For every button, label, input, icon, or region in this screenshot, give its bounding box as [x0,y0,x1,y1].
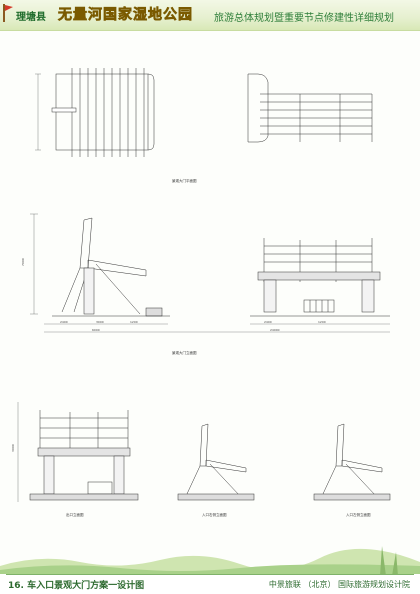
front-elevation [250,238,390,317]
dim-side-a: 2400 [60,320,68,324]
dim-side-c: 1200 [130,320,138,324]
dimension-lines [44,323,390,333]
end-view [247,73,373,143]
small-front-elevation [17,402,139,502]
side-elevation [30,213,170,317]
footer-divider [6,574,414,575]
small-side-elevation-2 [313,423,391,501]
header-subtitle: 旅游总体规划暨重要节点修建性详细规划 [214,13,394,24]
dim-front-b: 1200 [318,320,326,324]
header-region: 理塘县 [16,12,46,23]
plan-caption: 景观大门平面图 [172,178,197,183]
footer-org: 中景旅联 （北京） 国际旅游规划设计院 [268,580,410,589]
footer-title: 16. 车入口景观大门方案一设计图 [8,581,145,591]
flag-icon [3,4,13,22]
small-side-caption-1: 入口右侧立面图 [202,512,227,517]
small-front-caption: 出口立面图 [66,512,84,517]
dim-side-b: 3000 [96,320,104,324]
dim-height-a: 7000 [21,258,25,266]
elevation-caption: 景观大门立面图 [172,350,197,355]
grass-decoration [0,546,420,576]
small-side-elevation-1 [177,423,255,501]
dim-side-d: 6000 [92,328,100,332]
header-banner: 理塘县 无量河国家湿地公园 旅游总体规划暨重要节点修建性详细规划 [0,0,420,31]
small-side-caption-2: 入口左侧立面图 [346,512,371,517]
gate-drawing: 景观大门平面图 [11,68,391,517]
dim-height-b: 3000 [11,444,15,452]
header-park-name: 无量河国家湿地公园 [58,7,193,24]
plan-view [35,68,155,157]
dim-front-a: 2400 [264,320,272,324]
footer: 16. 车入口景观大门方案一设计图 中景旅联 （北京） 国际旅游规划设计院 [0,574,420,594]
dim-front-c: 24000 [270,328,280,332]
